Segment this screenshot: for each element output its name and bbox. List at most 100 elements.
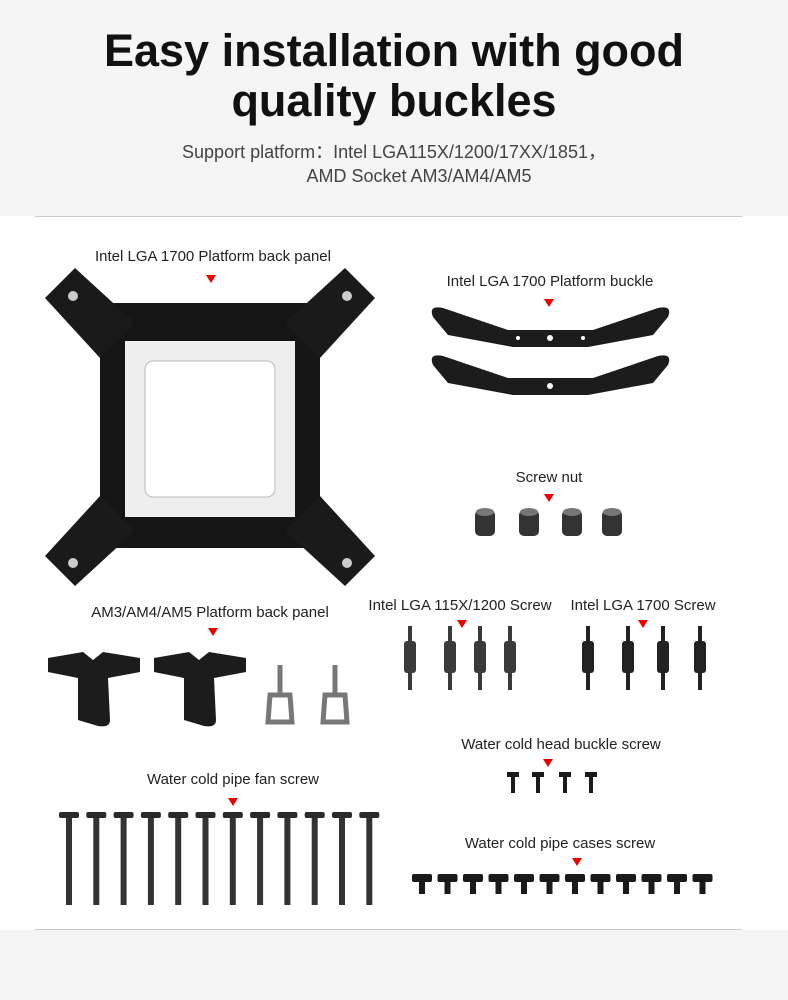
intel-1700-screw-image (582, 626, 706, 690)
part-shape (202, 818, 209, 905)
arrow-marker (638, 620, 648, 628)
part-shape (444, 641, 456, 673)
part-shape (437, 874, 458, 882)
label-amd-back-panel: AM3/AM4/AM5 Platform back panel (91, 604, 329, 621)
part-shape (250, 812, 271, 818)
part-shape (339, 818, 345, 905)
part-shape (93, 818, 100, 905)
part-shape (168, 812, 189, 818)
part-shape (511, 777, 515, 793)
part-shape (622, 641, 634, 673)
part-shape (404, 641, 416, 673)
part-shape (311, 818, 318, 905)
part-shape (476, 508, 494, 516)
part-shape (648, 882, 655, 894)
arrow-marker (457, 620, 467, 628)
part-shape (603, 508, 621, 516)
page-title-line2: quality buckles (231, 75, 557, 126)
part-shape (147, 818, 154, 905)
part-shape (113, 812, 134, 818)
footer-band (0, 930, 788, 1000)
part-shape (140, 812, 161, 818)
part-shape (616, 874, 636, 882)
part-shape (565, 874, 585, 882)
label-head-buckle-screw: Water cold head buckle screw (461, 736, 661, 753)
part-shape (572, 882, 578, 894)
label-intel-1700-screw: Intel LGA 1700 Screw (570, 597, 716, 614)
part-shape (563, 777, 567, 793)
arrow-marker (228, 798, 238, 806)
support-platform-line2: AMD Socket AM3/AM4/AM5 (306, 166, 532, 186)
intel-back-panel-image (45, 268, 375, 586)
part-shape (359, 812, 380, 818)
part-shape (444, 882, 451, 894)
support-platform-line1: Support platform：Intel LGA115X/1200/17XX… (182, 142, 606, 162)
part-shape (474, 641, 486, 673)
arrow-marker (206, 275, 216, 283)
part-shape (366, 818, 373, 905)
part-shape (657, 641, 669, 673)
part-shape (514, 874, 534, 882)
part-shape (59, 812, 79, 818)
part-shape (641, 874, 662, 882)
part-shape (597, 882, 604, 894)
part-shape (195, 812, 216, 818)
arrow-marker (544, 299, 554, 307)
head-buckle-screw-image (507, 772, 597, 793)
part-shape (590, 874, 611, 882)
part-shape (562, 510, 582, 536)
part-shape (694, 641, 706, 673)
part-shape (412, 874, 432, 882)
amd-back-panel-image (48, 652, 350, 727)
part-shape (559, 772, 571, 777)
part-shape (532, 772, 544, 777)
cases-screw-image (412, 874, 713, 894)
arrow-marker (544, 494, 554, 502)
divider-top (35, 216, 742, 217)
part-shape (222, 812, 243, 818)
part-shape (332, 812, 352, 818)
part-shape (475, 510, 495, 536)
part-shape (304, 812, 325, 818)
intel-buckle-image (431, 307, 670, 395)
part-shape (66, 818, 72, 905)
part-shape (546, 882, 553, 894)
part-shape (623, 882, 629, 894)
part-shape (470, 882, 476, 894)
screw-nut-image (475, 508, 622, 536)
part-shape (257, 818, 264, 905)
part-shape (120, 818, 127, 905)
part-shape (699, 882, 706, 894)
part-shape (674, 882, 680, 894)
part-shape (539, 874, 560, 882)
part-shape (692, 874, 713, 882)
part-shape (582, 641, 594, 673)
part-shape (589, 777, 593, 793)
divider-bottom (35, 929, 742, 930)
part-shape (284, 818, 291, 905)
intel-115x-screw-image (404, 626, 516, 690)
part-shape (585, 772, 597, 777)
part-shape (667, 874, 687, 882)
arrow-marker (208, 628, 218, 636)
part-shape (602, 510, 622, 536)
part-shape (520, 508, 538, 516)
label-fan-screw: Water cold pipe fan screw (146, 771, 320, 788)
arrow-marker (572, 858, 582, 866)
part-shape (175, 818, 182, 905)
part-shape (495, 882, 502, 894)
part-shape (504, 641, 516, 673)
label-intel-buckle: Intel LGA 1700 Platform buckle (446, 273, 654, 290)
header-band (0, 0, 788, 216)
arrow-marker (543, 759, 553, 767)
part-shape (86, 812, 107, 818)
page-title-line1: Easy installation with good (103, 25, 685, 76)
part-shape (563, 508, 581, 516)
label-intel-115x-screw: Intel LGA 115X/1200 Screw (368, 597, 552, 614)
part-shape (507, 772, 519, 777)
part-shape (536, 777, 540, 793)
part-shape (521, 882, 527, 894)
part-shape (519, 510, 539, 536)
label-intel-back-panel: Intel LGA 1700 Platform back panel (95, 248, 331, 265)
part-shape (488, 874, 509, 882)
